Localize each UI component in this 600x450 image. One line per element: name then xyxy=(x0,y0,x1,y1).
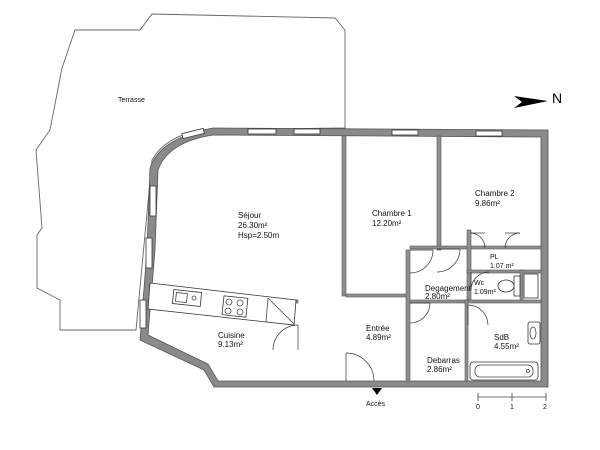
burner xyxy=(236,299,244,307)
room-name-chambre1: Chambre 1 xyxy=(372,209,412,218)
room-area-chambre2: 9.86m² xyxy=(475,199,500,208)
bathtub-inner xyxy=(474,364,534,378)
door-swing xyxy=(409,249,434,274)
interior-wall xyxy=(405,249,411,381)
window xyxy=(391,129,419,136)
interior-wall xyxy=(436,135,442,251)
cooktop xyxy=(221,295,249,318)
room-name-degagement: Degagement xyxy=(425,284,472,293)
room-name-chambre2: Chambre 2 xyxy=(475,189,515,198)
room-area-sejour: 26.30m² xyxy=(238,221,268,230)
room-name-sdb: SdB xyxy=(494,333,509,342)
room-area-debarras: 2.86m² xyxy=(427,365,452,374)
scale-label-1: 1 xyxy=(510,404,514,411)
pipe-duct xyxy=(523,273,539,299)
burner xyxy=(225,298,233,306)
door-swing xyxy=(436,248,461,273)
interior-wall xyxy=(464,299,469,382)
access-label: Accès xyxy=(366,401,386,408)
washbasin xyxy=(527,321,541,345)
bathtub-drain xyxy=(526,369,530,373)
sink-drain xyxy=(191,295,197,301)
room-area-wc: 1.09m² xyxy=(474,289,496,296)
window xyxy=(293,128,321,135)
room-area-degagement: 2.80m² xyxy=(425,292,450,301)
terrace-outline xyxy=(35,13,346,331)
room-height-sejour: Hsp=2.50m xyxy=(238,231,279,240)
interior-wall xyxy=(409,245,542,250)
scale-label-2: 2 xyxy=(543,404,547,411)
window xyxy=(149,185,157,217)
room-name-cuisine: Cuisine xyxy=(218,331,245,340)
room-name-sejour: Séjour xyxy=(238,211,261,220)
door-swing xyxy=(272,324,299,351)
window xyxy=(139,299,147,329)
interior-wall xyxy=(345,293,409,298)
kitchen-counter-edge xyxy=(267,297,295,325)
interior-wall xyxy=(341,135,347,297)
door-swing xyxy=(470,271,490,291)
scale-label-0: 0 xyxy=(476,404,480,411)
room-area-entree: 4.89m² xyxy=(366,333,391,342)
door-swing xyxy=(467,304,489,326)
room-area-pl: 1.07 m² xyxy=(490,263,514,270)
interior-wall xyxy=(466,269,542,274)
toilet-bowl xyxy=(497,279,515,293)
north-label: N xyxy=(552,90,562,106)
room-area-chambre1: 12.20m² xyxy=(372,219,402,228)
burner xyxy=(224,307,232,315)
window xyxy=(247,128,277,135)
kitchen-counter-edge xyxy=(265,297,269,323)
washbasin-bowl xyxy=(529,326,537,340)
door-swing xyxy=(409,302,431,324)
window xyxy=(181,127,205,140)
room-area-sdb: 4.55m² xyxy=(494,342,519,351)
room-name-entree: Entrée xyxy=(366,324,390,333)
room-name-terrasse: Terrasse xyxy=(118,97,145,104)
interior-wall xyxy=(519,269,524,301)
sink-basin xyxy=(175,292,188,304)
north-arrow-icon xyxy=(514,96,548,108)
room-name-pl: PL xyxy=(490,254,499,261)
interior-wall xyxy=(409,299,542,304)
room-name-debarras: Debarras xyxy=(427,356,460,365)
window xyxy=(475,130,503,137)
room-area-cuisine: 9.13m² xyxy=(218,340,243,349)
bathtub xyxy=(469,361,539,381)
window xyxy=(145,237,153,269)
burner xyxy=(236,308,244,316)
room-name-wc: Wc xyxy=(474,280,485,287)
access-arrow-icon xyxy=(372,388,382,395)
toilet-tank xyxy=(513,275,521,297)
door-swing xyxy=(345,352,375,382)
